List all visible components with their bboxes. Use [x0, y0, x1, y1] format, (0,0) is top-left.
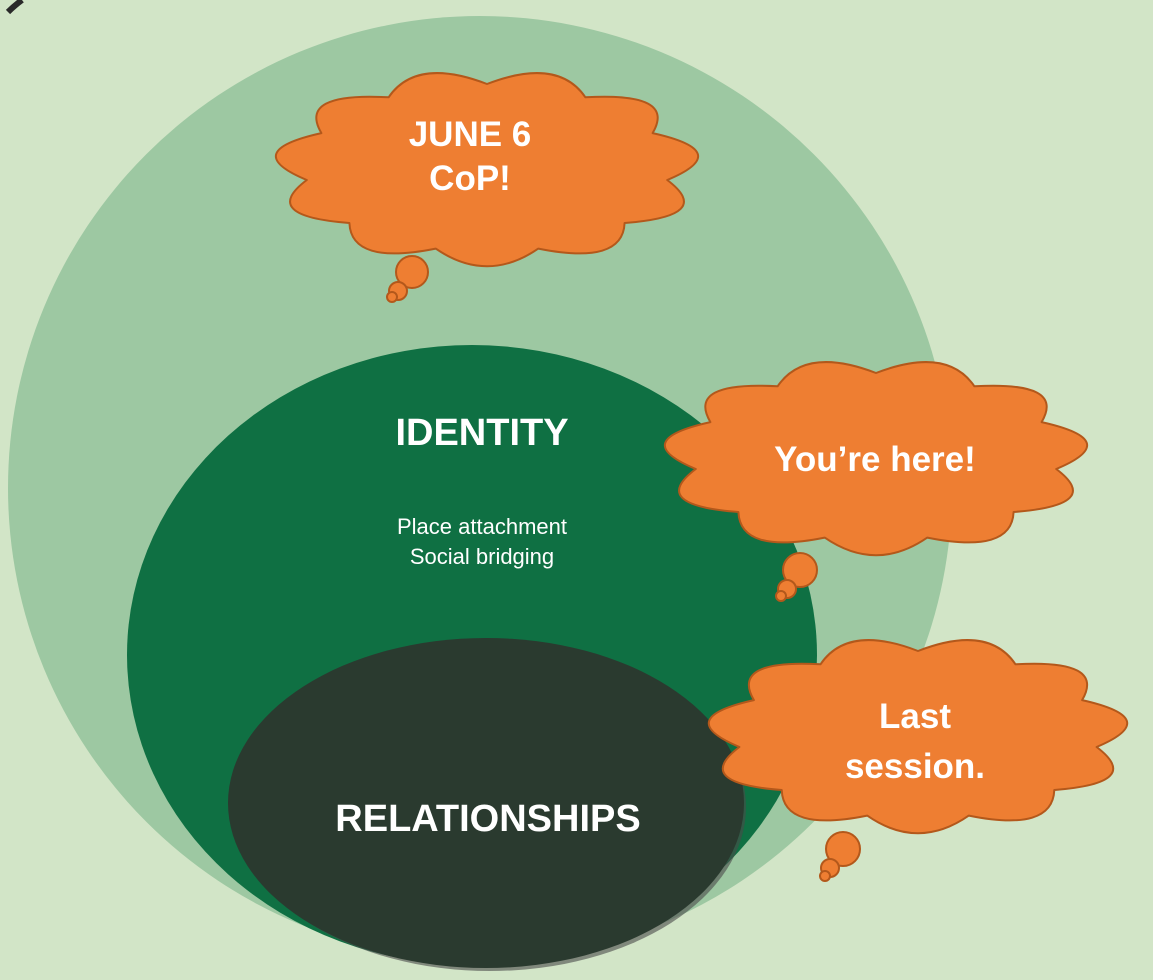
- cloud-tail-bubble-3: [775, 590, 787, 602]
- relationships-ellipse: [228, 638, 744, 968]
- relationships-title: RELATIONSHIPS: [335, 798, 641, 840]
- cloud-tail-bubble-1: [825, 831, 861, 867]
- callout-here-text: You’re here!: [774, 440, 976, 479]
- cloud-tail-bubble-1: [395, 255, 429, 289]
- callout-clouds: [275, 72, 1129, 882]
- cloud-tail-bubble-3: [819, 870, 831, 882]
- cloud-tail-bubble-3: [386, 291, 398, 303]
- callout-here-cloud: [664, 361, 1088, 602]
- cloud-body: [664, 361, 1088, 557]
- cloud-tail-bubble-1: [782, 552, 818, 588]
- callout-last-text: Last session.: [844, 697, 986, 786]
- corner-arc-fragment: [5, 0, 24, 15]
- callout-june-cloud: [275, 72, 699, 303]
- identity-title: IDENTITY: [395, 412, 569, 454]
- callout-june-text: JUNE 6 CoP!: [408, 115, 532, 198]
- cloud-body: [707, 639, 1129, 835]
- cloud-body: [275, 72, 699, 268]
- callout-last-cloud: [707, 639, 1129, 882]
- identity-subtitle: Place attachment Social bridging: [397, 514, 567, 569]
